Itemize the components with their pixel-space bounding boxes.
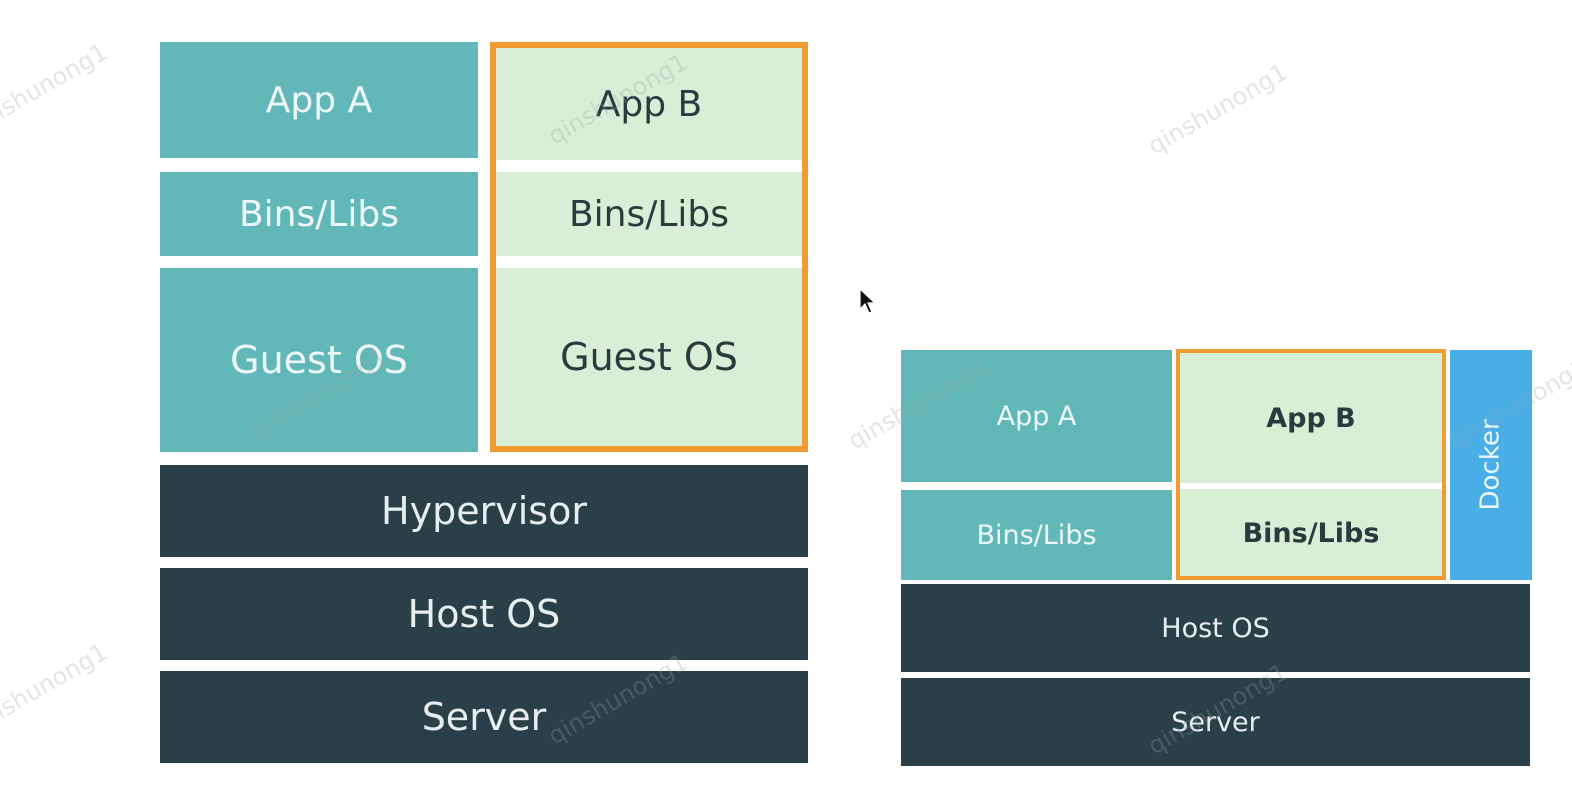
- mouse-cursor-icon: [859, 288, 877, 314]
- container-host-os-block: Host OS: [901, 584, 1530, 672]
- container-host-os-label: Host OS: [1161, 612, 1270, 644]
- vm-host-os-block: Host OS: [160, 568, 808, 660]
- vm-server-label: Server: [421, 695, 547, 739]
- container-bins-libs-a-block: Bins/Libs: [901, 490, 1172, 580]
- vm-bins-libs-a-block: Bins/Libs: [160, 172, 478, 256]
- hypervisor-label: Hypervisor: [381, 489, 587, 533]
- hypervisor-block: Hypervisor: [160, 465, 808, 557]
- vm-guest-os-a-label: Guest OS: [230, 338, 408, 382]
- vm-app-b-highlight-frame: [490, 42, 808, 452]
- container-app-b-highlight-frame: [1176, 349, 1446, 580]
- vm-app-a-block: App A: [160, 42, 478, 158]
- vm-server-block: Server: [160, 671, 808, 763]
- vm-bins-libs-a-label: Bins/Libs: [238, 193, 400, 235]
- vm-app-a-label: App A: [265, 79, 373, 121]
- docker-label: Docker: [1476, 419, 1507, 511]
- container-app-a-label: App A: [996, 400, 1077, 432]
- container-app-a-block: App A: [901, 350, 1172, 482]
- container-bins-libs-a-label: Bins/Libs: [976, 519, 1097, 551]
- watermark: qinshunong1: [0, 37, 113, 141]
- container-server-block: Server: [901, 678, 1530, 766]
- vm-host-os-label: Host OS: [407, 592, 561, 636]
- vm-guest-os-a-block: Guest OS: [160, 268, 478, 452]
- watermark: qinshunong1: [1143, 57, 1293, 161]
- container-server-label: Server: [1171, 706, 1260, 738]
- docker-engine-block: Docker: [1450, 350, 1532, 580]
- watermark: qinshunong1: [0, 637, 113, 741]
